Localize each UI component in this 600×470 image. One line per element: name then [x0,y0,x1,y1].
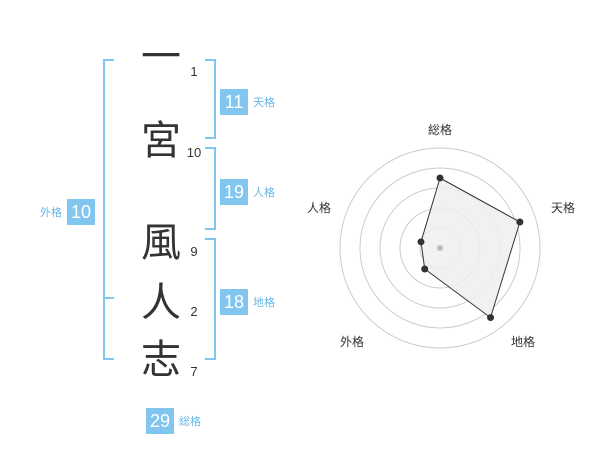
radar-point-soukaku [436,174,444,182]
radar-ring-5 [339,147,541,349]
stroke-count-5: 7 [190,364,198,379]
soukaku-badge: 29 総格 [146,408,201,434]
radar-point-jinkaku [417,238,425,246]
tenkaku-value: 11 [220,89,248,115]
radar-label-soukaku: 総格 [428,122,452,137]
gaikaku-label: 外格 [40,206,62,219]
stroke-count-4: 2 [190,304,198,319]
radar-label-tenkaku: 天格 [551,200,575,215]
name-char-5: 志 [141,337,181,383]
radar-point-tenkaku [516,218,524,226]
chikaku-label: 地格 [253,296,275,309]
gaikaku-badge: 外格 10 [40,199,95,225]
name-char-2: 宮 [141,118,181,164]
stroke-count-2: 10 [186,145,202,160]
name-char-1: 一 [141,34,181,80]
name-char-4: 人 [141,280,181,326]
gaikaku-value: 10 [67,199,95,225]
radar-ring-4 [359,167,521,329]
radar-point-chikaku [487,314,495,322]
gaikaku-bracket [103,59,114,360]
jinkaku-bracket [205,147,216,230]
soukaku-label: 総格 [179,415,201,428]
radar-points [417,174,524,322]
chikaku-value: 18 [220,289,248,315]
name-char-3: 風 [141,220,181,266]
jinkaku-label: 人格 [253,186,275,199]
radar-center-dot [437,245,443,251]
chikaku-bracket [205,238,216,360]
stroke-count-1: 1 [190,64,198,79]
tenkaku-label: 天格 [253,96,275,109]
radar-point-gaikaku [421,265,429,273]
tenkaku-bracket [205,59,216,139]
soukaku-value: 29 [146,408,174,434]
radar-label-gaikaku: 外格 [340,334,364,349]
radar-label-jinkaku: 人格 [307,200,331,215]
radar-area [420,177,521,319]
chikaku-badge: 18 地格 [220,289,275,315]
tenkaku-badge: 11 天格 [220,89,275,115]
jinkaku-value: 19 [220,179,248,205]
stroke-count-3: 9 [190,244,198,259]
radar-label-chikaku: 地格 [511,334,535,349]
jinkaku-badge: 19 人格 [220,179,275,205]
